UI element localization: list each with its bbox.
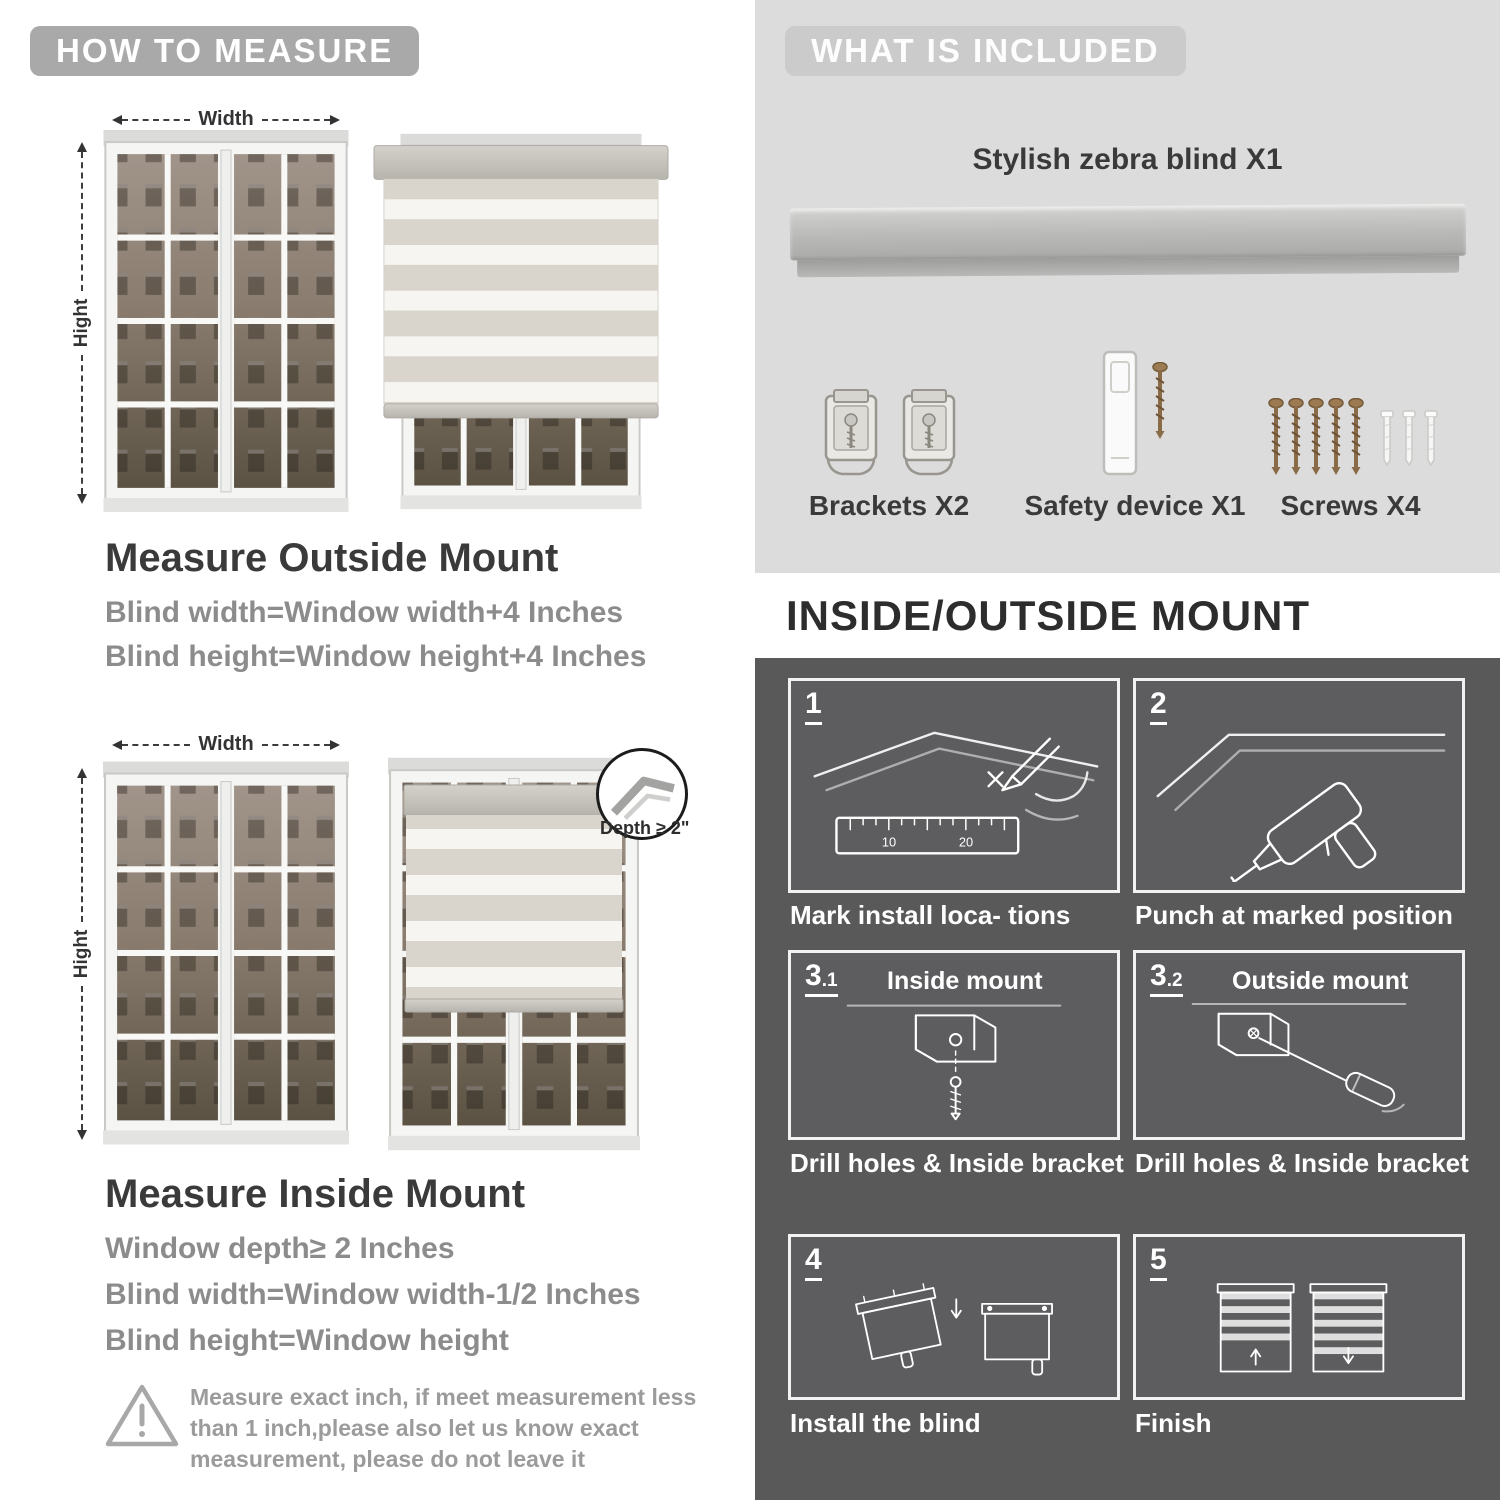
outside-mount-heading: Measure Outside Mount xyxy=(105,536,559,580)
step-box-2: 2 xyxy=(1133,678,1465,893)
brackets-label: Brackets X2 xyxy=(808,490,970,521)
outside-bracket-illustration xyxy=(1144,991,1454,1129)
screws-icon xyxy=(1268,398,1438,476)
dash-line xyxy=(81,355,83,494)
step-number-main: 4 xyxy=(805,1243,822,1276)
svg-text:20: 20 xyxy=(959,834,973,849)
step-number-main: 1 xyxy=(805,687,822,720)
step-number-main: 5 xyxy=(1150,1243,1167,1276)
bracket-icon xyxy=(818,386,884,482)
outside-mount-rule-2: Blind height=Window height+4 Inches xyxy=(105,640,647,673)
dash-line xyxy=(81,778,83,922)
svg-text:10: 10 xyxy=(882,834,896,849)
dash-line xyxy=(122,743,191,746)
included-panel xyxy=(755,0,1500,573)
warning-triangle-icon xyxy=(105,1384,179,1447)
step-box-4: 4 xyxy=(788,1234,1120,1400)
dash-line xyxy=(81,986,83,1130)
arrowhead-up-icon xyxy=(77,768,87,778)
width-arrow-outside: Width xyxy=(112,108,341,131)
dash-line xyxy=(261,118,331,121)
step-box-3-1: 3.1 Inside mount xyxy=(788,950,1120,1140)
arrowhead-left-icon xyxy=(112,114,122,125)
bracket-icon xyxy=(896,386,962,482)
arrowhead-down-icon xyxy=(77,1130,87,1140)
step-caption-3-1: Drill holes & Inside bracket xyxy=(790,1148,1124,1178)
step-title: Outside mount xyxy=(1232,967,1409,995)
product-label: Stylish zebra blind X1 xyxy=(972,143,1283,176)
zebra-blind-inside-illustration xyxy=(388,757,640,1151)
what-is-included-badge: WHAT IS INCLUDED xyxy=(785,26,1186,76)
arrowhead-left-icon xyxy=(112,739,122,750)
step-box-5: 5 xyxy=(1133,1234,1465,1400)
step-number: 1 xyxy=(805,689,822,725)
step-box-3-2: 3.2 Outside mount xyxy=(1133,950,1465,1140)
finish-illustration xyxy=(1144,1275,1454,1389)
width-label: Width xyxy=(198,108,254,130)
step-number: 3.2 xyxy=(1150,961,1183,997)
depth-callout-circle xyxy=(596,748,688,840)
arrowhead-right-icon xyxy=(330,739,341,750)
inside-mount-rule-1: Window depth≥ 2 Inches xyxy=(105,1232,455,1265)
zebra-blind-headrail xyxy=(789,203,1467,278)
step-number: 2 xyxy=(1150,689,1167,725)
headrail-body xyxy=(789,203,1467,261)
step-caption-1: Mark install loca- tions xyxy=(790,900,1071,930)
step-number: 5 xyxy=(1150,1245,1167,1281)
depth-label: Depth ≥ 2" xyxy=(600,818,690,838)
step-caption-2: Punch at marked position xyxy=(1135,900,1453,930)
inside-mount-heading: Measure Inside Mount xyxy=(105,1172,526,1216)
step-number-sub: .2 xyxy=(1166,970,1183,991)
inside-bracket-illustration xyxy=(799,991,1109,1129)
window-photo-illustration xyxy=(103,130,349,512)
mark-locations-illustration: 10 20 xyxy=(799,719,1109,882)
note-line-1: Measure exact inch, if meet measurement … xyxy=(190,1384,697,1410)
step-number-sub: .1 xyxy=(821,970,838,991)
height-label-wrap: Hight xyxy=(70,922,94,986)
mount-guide-heading: INSIDE/OUTSIDE MOUNT xyxy=(786,592,1311,639)
inside-mount-rule-3: Blind height=Window height xyxy=(105,1324,509,1357)
step-caption-5: Finish xyxy=(1135,1408,1212,1438)
step-box-1: 10 20 1 xyxy=(788,678,1120,893)
note-line-2: than 1 inch,please also let us know exac… xyxy=(190,1415,639,1441)
height-arrow-outside: Hight xyxy=(70,142,94,504)
outside-mount-rule-1: Blind width=Window width+4 Inches xyxy=(105,596,624,629)
zebra-blind-outside-illustration xyxy=(373,126,669,512)
arrowhead-down-icon xyxy=(77,494,87,504)
step-number: 3.1 xyxy=(805,961,838,997)
step-caption-4: Install the blind xyxy=(790,1408,981,1438)
arrowhead-up-icon xyxy=(77,142,87,152)
dash-line xyxy=(81,152,83,291)
dash-line xyxy=(261,743,331,746)
height-label: Hight xyxy=(71,298,92,348)
window-corner-zoom xyxy=(610,776,675,820)
step-title: Inside mount xyxy=(887,967,1043,995)
step-number-main: 3 xyxy=(1150,959,1167,992)
drill-illustration xyxy=(1144,719,1454,882)
screws-label: Screws X4 xyxy=(1280,490,1421,521)
dash-line xyxy=(122,118,191,121)
height-label: Hight xyxy=(71,929,92,979)
screw-icon xyxy=(1152,362,1168,440)
note-line-3: measurement, please do not leave it xyxy=(190,1446,585,1472)
inside-mount-rule-2: Blind width=Window width-1/2 Inches xyxy=(105,1278,641,1311)
safety-device-icon xyxy=(1102,350,1138,476)
step-number: 4 xyxy=(805,1245,822,1281)
arrowhead-right-icon xyxy=(330,114,341,125)
height-arrow-inside: Hight xyxy=(70,768,94,1140)
step-number-main: 2 xyxy=(1150,687,1167,720)
safety-device-label: Safety device X1 xyxy=(1024,490,1246,521)
width-label: Width xyxy=(198,733,254,755)
window-photo-illustration xyxy=(103,755,349,1151)
how-to-measure-badge: HOW TO MEASURE xyxy=(30,26,420,76)
step-caption-3-2: Drill holes & Inside bracket xyxy=(1135,1148,1469,1178)
step-number-main: 3 xyxy=(805,959,822,992)
install-blind-illustration xyxy=(799,1275,1109,1389)
width-arrow-inside: Width xyxy=(112,733,341,756)
height-label-wrap: Hight xyxy=(70,291,94,355)
